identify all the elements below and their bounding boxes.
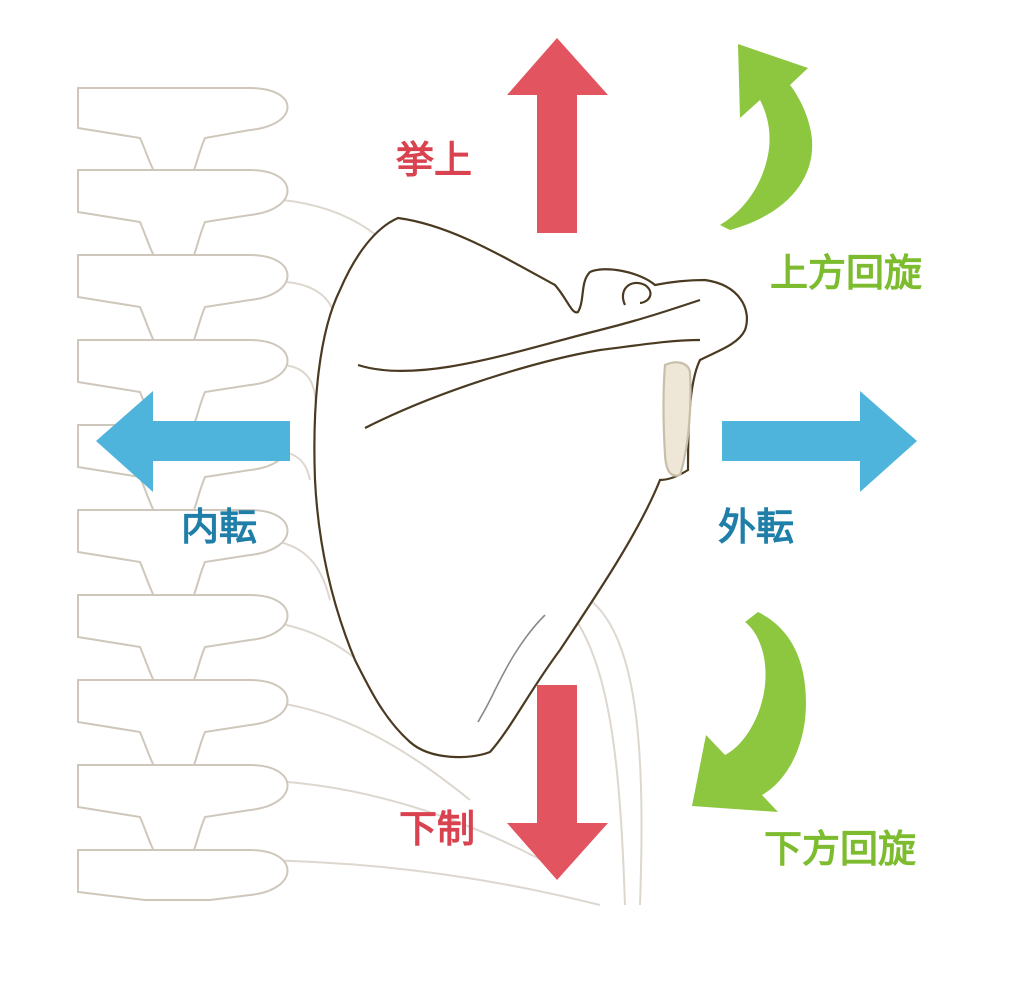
label-downward-rotation: 下方回旋 — [764, 827, 917, 871]
label-abduction: 外転 — [718, 505, 795, 549]
label-elevation: 挙上 — [396, 138, 473, 182]
label-adduction: 内転 — [181, 505, 258, 549]
curved-arrow-up-icon — [720, 44, 813, 230]
label-depression: 下制 — [399, 807, 476, 851]
label-upward-rotation: 上方回旋 — [770, 251, 923, 295]
arrow-down-icon — [507, 685, 608, 880]
curved-arrow-down-icon — [692, 612, 806, 812]
arrow-up-icon — [507, 38, 608, 233]
spine — [77, 87, 289, 901]
arrow-right-icon — [722, 391, 917, 492]
scapula — [313, 216, 748, 759]
arrow-left-icon — [96, 391, 290, 492]
